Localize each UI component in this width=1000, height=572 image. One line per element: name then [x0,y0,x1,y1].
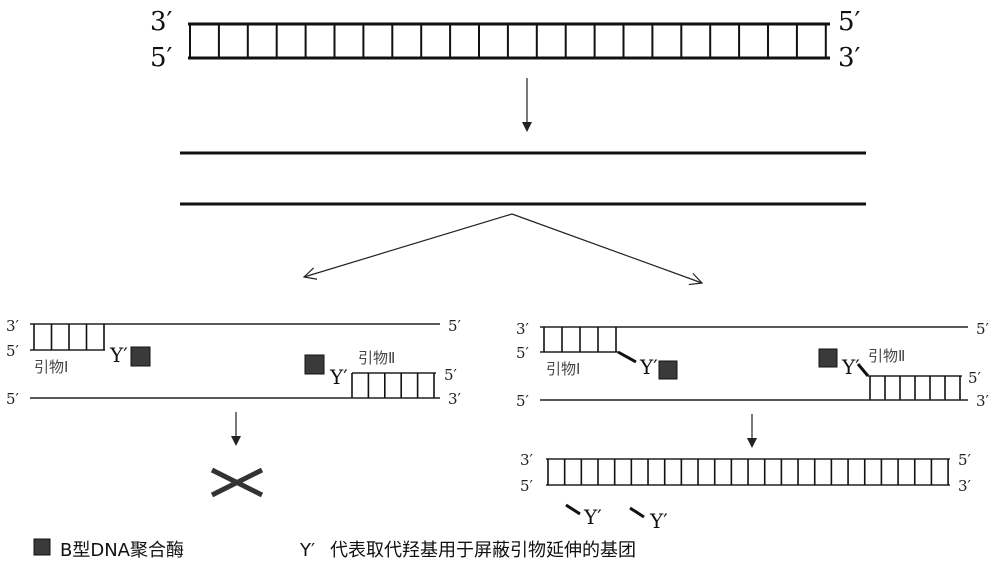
polymerase-legend-icon [34,539,50,555]
product-right-5prime: 5′ [958,451,972,469]
left-primer1-label: 引物Ⅰ [34,358,68,376]
polymerase-icon [819,349,837,367]
cleaved-blocking-group [630,508,644,517]
no-amplification-cross-icon [212,470,262,495]
split-arrow-right [512,214,702,283]
top-left-5prime: 5′ [150,43,173,73]
top-duplex: 3′ 5′ 5′ 3′ [150,7,861,73]
right-primer2-5prime: 5′ [968,369,982,387]
right-y2: Y′ [841,355,860,379]
product-right-3prime: 3′ [958,477,972,495]
left-bottom-5prime: 5′ [6,390,20,408]
legend: B型DNA聚合酶 Y′ 代表取代羟基用于屏蔽引物延伸的基团 [34,539,636,561]
polymerase-icon [659,361,677,379]
top-left-3prime: 3′ [150,7,173,37]
cleaved-blocking-group [566,505,580,514]
left-top-3prime: 3′ [6,317,20,335]
blocking-group-mark [618,352,636,362]
left-mid-5prime: 5′ [6,342,20,360]
right-top-5prime: 5′ [976,320,990,338]
right-primer1-label: 引物Ⅰ [546,360,580,378]
cleaved-y2: Y′ [649,509,668,533]
legend-y-symbol: Y′ [299,540,315,561]
left-panel: 3′ 5′ 5′ 引物Ⅰ Y′ Y′ 引物Ⅱ 5′ 5′ 3′ [6,317,462,495]
right-mid-5prime: 5′ [516,344,530,362]
polymerase-icon [305,355,324,374]
right-bottom-3prime: 3′ [976,392,990,410]
polymerase-icon [131,347,150,366]
right-y1: Y′ [639,355,658,379]
right-top-3prime: 3′ [516,320,530,338]
split-arrow-left [304,214,512,277]
right-panel: 3′ 5′ 5′ 引物Ⅰ Y′ Y′ 引物Ⅱ 5′ 5′ 3′ 3′ 5′ 5′… [516,320,990,533]
left-primer2-5prime: 5′ [444,366,458,384]
left-y2: Y′ [329,365,348,389]
product-left-3prime: 3′ [520,451,534,469]
separated-strands [180,153,866,204]
top-right-5prime: 5′ [838,7,861,37]
top-right-3prime: 3′ [838,43,861,73]
legend-y-description: 代表取代羟基用于屏蔽引物延伸的基团 [330,540,636,561]
product-left-5prime: 5′ [520,477,534,495]
left-primer2-label: 引物Ⅱ [358,349,395,367]
right-bottom-5prime: 5′ [516,392,530,410]
cleaved-y1: Y′ [583,505,602,529]
left-bottom-3prime: 3′ [448,390,462,408]
right-primer2-label: 引物Ⅱ [868,347,905,365]
legend-polymerase: B型DNA聚合酶 [60,540,184,561]
left-y1: Y′ [109,343,128,367]
left-top-5prime: 5′ [448,317,462,335]
